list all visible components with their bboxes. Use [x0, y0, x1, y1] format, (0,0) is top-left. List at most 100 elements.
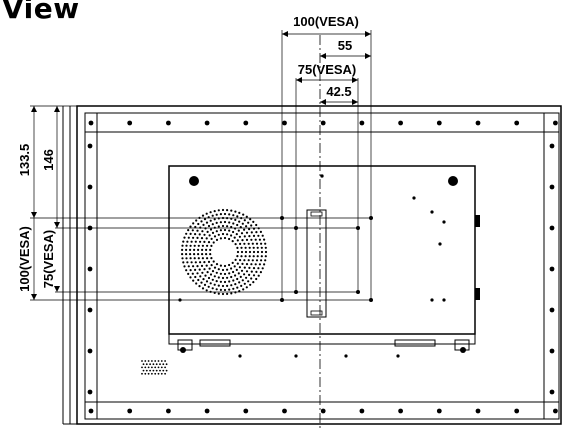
screw-dot: [219, 221, 222, 224]
screw-dot: [181, 257, 184, 260]
screw-dot: [257, 274, 260, 277]
screw-dot: [247, 259, 250, 262]
screw-dot: [549, 307, 555, 313]
dim-label-100-vesa-top: 100(VESA): [293, 14, 359, 29]
screw-dot: [294, 354, 298, 358]
screw-dot: [185, 269, 188, 272]
screw-dot: [230, 284, 233, 287]
screw-dot: [186, 261, 189, 264]
screw-dot: [207, 224, 211, 228]
screw-dot: [442, 298, 446, 302]
screw-dot: [215, 238, 219, 241]
dimension-arrows: [31, 31, 371, 300]
screw-dot: [223, 264, 227, 268]
screw-dot: [197, 253, 200, 256]
screw-dot: [212, 241, 215, 244]
screw-dot: [194, 268, 197, 271]
screw-dot: [514, 408, 520, 414]
screw-dot: [164, 372, 167, 375]
screw-dot: [215, 288, 218, 291]
screw-dot: [245, 225, 248, 228]
screw-dot: [185, 253, 188, 256]
screw-dot: [244, 255, 247, 258]
screw-dot: [160, 366, 163, 369]
screw-dot: [549, 389, 555, 395]
screw-dot: [87, 266, 93, 272]
dim-label-75-vesa-left: 75(VESA): [41, 230, 56, 289]
screw-dot: [200, 264, 204, 267]
screw-dot: [185, 232, 188, 235]
screw-dot: [205, 289, 208, 292]
screw-dot: [245, 286, 248, 289]
screw-dot: [248, 235, 251, 238]
screw-dot: [142, 363, 145, 366]
screw-dot: [209, 228, 213, 231]
screw-dot: [194, 225, 197, 229]
screw-dot: [238, 235, 241, 238]
screw-dot: [213, 283, 216, 286]
screw-dot: [243, 259, 246, 262]
screw-dot: [215, 230, 218, 233]
screw-dot: [202, 278, 205, 281]
screw-dot: [147, 360, 150, 362]
screw-dot: [87, 143, 93, 149]
screw-dot: [264, 250, 268, 254]
screw-dot: [549, 266, 555, 272]
screw-dot: [250, 231, 253, 234]
screw-dot: [194, 233, 197, 236]
screw-dot: [189, 257, 192, 260]
screw-dot: [258, 263, 261, 266]
screw-dot: [238, 354, 242, 358]
screw-dot: [189, 276, 192, 279]
screw-dot: [256, 246, 259, 249]
screw-dot: [205, 264, 208, 267]
screw-dot: [264, 255, 267, 258]
screw-dot: [240, 284, 243, 287]
screw-dot: [252, 267, 256, 270]
screw-dot: [151, 366, 153, 369]
screw-dot: [243, 242, 246, 245]
dim-label-133-5: 133.5: [17, 144, 32, 177]
screw-dot: [199, 240, 202, 243]
frame-screws: [87, 120, 558, 414]
screw-dot: [264, 242, 267, 245]
screw-dot: [217, 276, 220, 279]
screw-dot: [243, 266, 246, 269]
screw-dot: [219, 229, 222, 232]
screw-dot: [241, 279, 244, 282]
screw-dot: [192, 279, 195, 282]
screw-dot: [215, 213, 218, 216]
screw-dot: [87, 307, 93, 313]
screw-dot: [206, 230, 209, 233]
screw-dot: [239, 259, 242, 262]
screw-dot: [250, 238, 253, 241]
screw-dot: [250, 277, 253, 280]
screw-dot: [241, 239, 244, 242]
screw-dot: [236, 262, 239, 265]
screw-dot: [248, 228, 251, 231]
screw-dot: [236, 223, 239, 227]
screw-dot: [398, 120, 403, 126]
screw-dot: [243, 282, 246, 285]
screw-dot: [209, 211, 212, 214]
screw-dot: [230, 267, 233, 270]
screw-dot: [207, 241, 211, 244]
screw-dot: [88, 408, 94, 414]
screw-dot: [264, 259, 267, 262]
inner-frame: [96, 131, 545, 403]
screw-dot: [282, 408, 287, 414]
screw-dot: [232, 222, 235, 225]
screw-dot: [245, 263, 249, 266]
screw-dot: [254, 238, 257, 241]
screw-dot: [238, 220, 241, 223]
screw-dot: [430, 298, 434, 302]
screw-dot: [235, 233, 238, 236]
corner-bracket-tl: [85, 112, 98, 133]
screw-dot: [209, 253, 212, 256]
screw-dot: [127, 408, 133, 414]
screw-dot: [243, 408, 249, 414]
screw-dot: [239, 242, 242, 245]
screw-dot: [223, 236, 227, 240]
screw-dot: [151, 360, 153, 362]
screw-dot: [204, 120, 210, 126]
